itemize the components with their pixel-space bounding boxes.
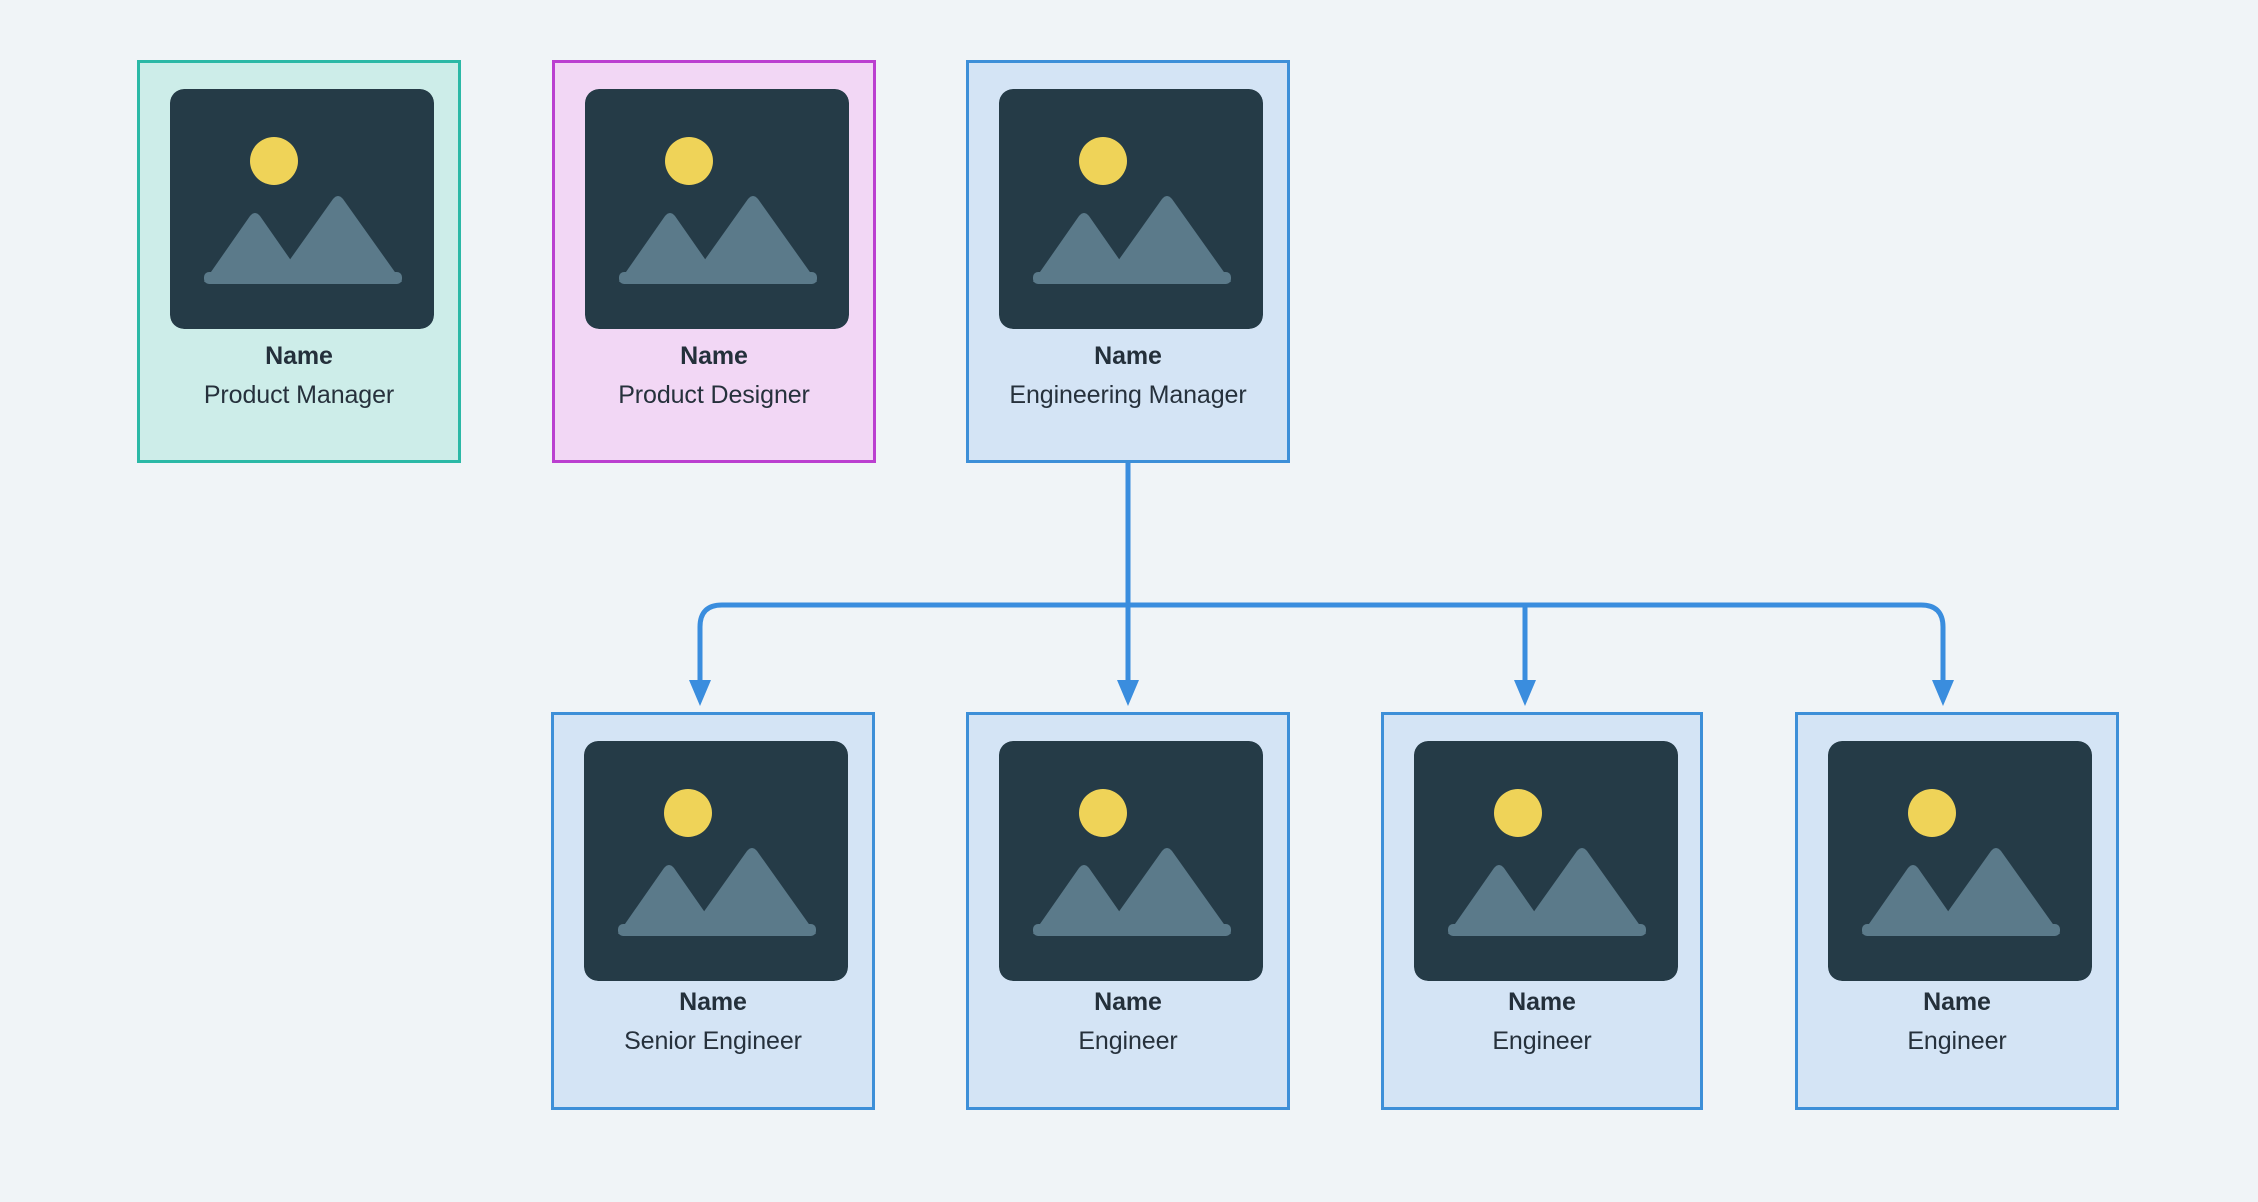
- image-placeholder-icon: [999, 741, 1263, 981]
- card-role: Engineer: [1492, 1026, 1592, 1055]
- card-role: Engineer: [1907, 1026, 2007, 1055]
- connector-line: [697, 602, 723, 680]
- card-role: Engineering Manager: [1009, 380, 1247, 409]
- card-text-block: Name Engineer: [969, 987, 1287, 1057]
- image-placeholder-icon: [1828, 741, 2092, 981]
- card-engineering-manager[interactable]: Name Engineering Manager: [966, 60, 1290, 463]
- card-engineer-3[interactable]: Name Engineer: [1795, 712, 2119, 1110]
- card-name: Name: [679, 988, 747, 1016]
- card-senior-engineer[interactable]: Name Senior Engineer: [551, 712, 875, 1110]
- card-engineer-1[interactable]: Name Engineer: [966, 712, 1290, 1110]
- card-role: Product Manager: [203, 380, 395, 409]
- connector-arrowhead: [1932, 680, 1954, 706]
- card-product-designer[interactable]: Name Product Designer: [552, 60, 876, 463]
- card-name: Name: [1508, 988, 1576, 1016]
- connector-arrowhead: [1514, 680, 1536, 706]
- card-name: Name: [680, 342, 748, 370]
- card-role: Senior Engineer: [624, 1026, 802, 1055]
- card-name: Name: [1923, 988, 1991, 1016]
- card-name: Name: [1094, 988, 1162, 1016]
- image-placeholder-icon: [170, 89, 434, 329]
- card-name: Name: [1094, 342, 1162, 370]
- card-text-block: Name Product Designer: [555, 341, 873, 411]
- image-placeholder-icon: [584, 741, 848, 981]
- card-text-block: Name Engineering Manager: [969, 341, 1287, 411]
- connector-arrowhead: [1117, 680, 1139, 706]
- connector-arrowhead: [689, 680, 711, 706]
- card-text-block: Name Engineer: [1798, 987, 2116, 1057]
- card-name: Name: [265, 342, 333, 370]
- image-placeholder-icon: [999, 89, 1263, 329]
- card-role: Product Designer: [618, 380, 810, 409]
- connector-line: [1920, 602, 1946, 680]
- card-role: Engineer: [1078, 1026, 1178, 1055]
- card-engineer-2[interactable]: Name Engineer: [1381, 712, 1703, 1110]
- image-placeholder-icon: [1414, 741, 1678, 981]
- card-text-block: Name Senior Engineer: [554, 987, 872, 1057]
- image-placeholder-icon: [585, 89, 849, 329]
- card-text-block: Name Engineer: [1384, 987, 1700, 1057]
- card-product-manager[interactable]: Name Product Manager: [137, 60, 461, 463]
- card-text-block: Name Product Manager: [140, 341, 458, 411]
